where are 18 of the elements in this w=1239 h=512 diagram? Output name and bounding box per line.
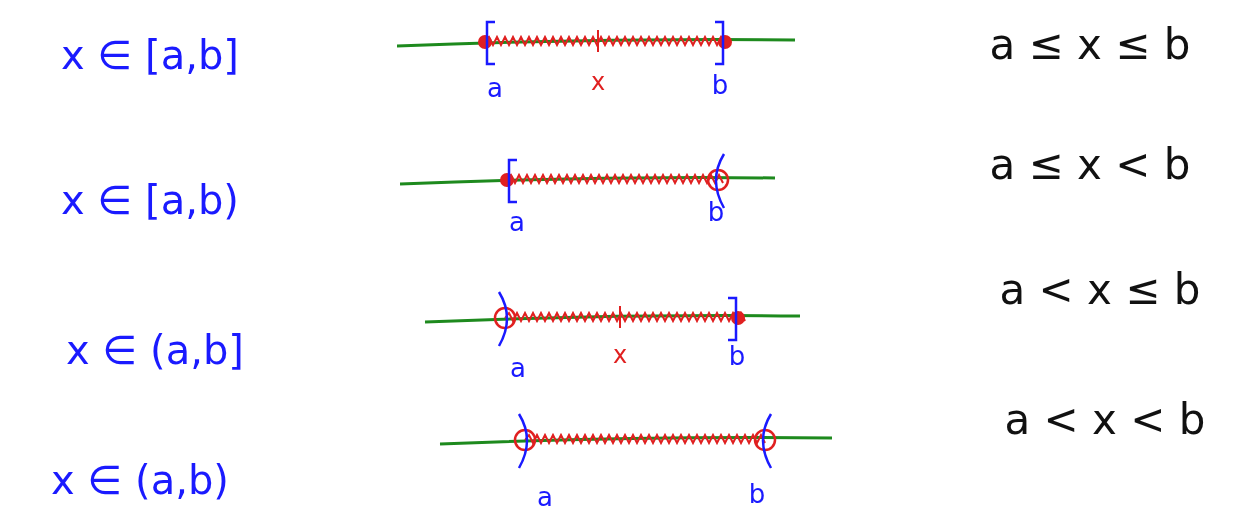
- inequality: a < x < b: [1004, 399, 1206, 441]
- point-label: x: [612, 343, 628, 367]
- endpoint-label: b: [748, 481, 766, 507]
- inequality: a < x ≤ b: [999, 269, 1201, 311]
- endpoint-label: b: [707, 199, 725, 225]
- endpoint-label: a: [537, 484, 553, 510]
- point-label: x: [590, 70, 606, 94]
- set-notation: x ∈ [a,b): [61, 180, 239, 220]
- endpoint-label: a: [510, 355, 526, 381]
- inequality: a ≤ x ≤ b: [989, 24, 1191, 66]
- set-notation: x ∈ [a,b]: [61, 35, 239, 75]
- endpoint-label: b: [728, 343, 746, 369]
- set-notation: x ∈ (a,b): [51, 460, 229, 500]
- inequality: a ≤ x < b: [989, 144, 1191, 186]
- endpoint-label: a: [509, 209, 525, 235]
- endpoint-label: b: [711, 72, 729, 98]
- set-notation: x ∈ (a,b]: [66, 330, 244, 370]
- endpoint-label: a: [487, 75, 503, 101]
